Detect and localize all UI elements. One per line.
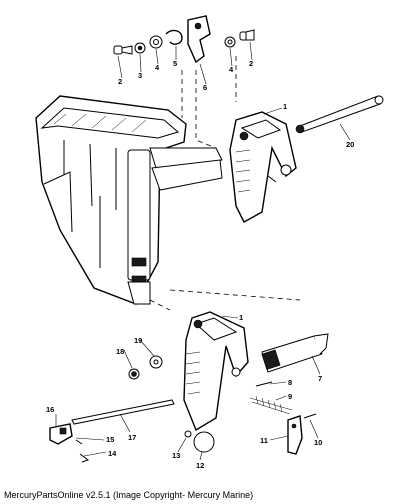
callout-1-top: 1 bbox=[283, 102, 287, 111]
clamp-bracket-bottom bbox=[183, 311, 249, 432]
callout-10: 10 bbox=[314, 438, 322, 447]
tilt-lock-assembly bbox=[249, 333, 329, 455]
driveshaft-housing bbox=[35, 95, 223, 305]
callout-13: 13 bbox=[172, 451, 180, 460]
callout-15: 15 bbox=[106, 435, 114, 444]
callout-18: 18 bbox=[116, 347, 124, 356]
callout-4-right: 4 bbox=[229, 65, 234, 74]
callout-14: 14 bbox=[108, 449, 117, 458]
callout-12: 12 bbox=[196, 461, 204, 470]
shaft-and-pin bbox=[49, 399, 175, 463]
leader-lines bbox=[55, 41, 351, 461]
callout-20: 20 bbox=[346, 140, 354, 149]
callout-2-left: 2 bbox=[118, 77, 122, 86]
alignment-lines bbox=[149, 56, 301, 311]
callout-1-bottom: 1 bbox=[239, 313, 243, 322]
callout-7: 7 bbox=[318, 374, 322, 383]
callout-3: 3 bbox=[138, 71, 142, 80]
callout-6: 6 bbox=[203, 83, 207, 92]
callout-19: 19 bbox=[134, 336, 142, 345]
copyright-caption: MercuryPartsOnline v2.5.1 (Image Copyrig… bbox=[4, 490, 253, 500]
callout-17: 17 bbox=[128, 433, 136, 442]
tilt-tube bbox=[295, 95, 384, 134]
top-hardware bbox=[113, 15, 255, 64]
clamp-bracket-top bbox=[229, 111, 297, 223]
callout-8: 8 bbox=[288, 378, 292, 387]
callout-labels: 2 3 4 5 6 4 2 1 20 1 7 8 9 10 11 12 13 1… bbox=[46, 59, 354, 470]
lower-hardware bbox=[128, 355, 215, 453]
callout-5: 5 bbox=[173, 59, 177, 68]
callout-2-right: 2 bbox=[249, 59, 253, 68]
callout-16: 16 bbox=[46, 405, 54, 414]
callout-9: 9 bbox=[288, 392, 292, 401]
callout-11: 11 bbox=[260, 436, 268, 445]
callout-4-left: 4 bbox=[155, 63, 160, 72]
